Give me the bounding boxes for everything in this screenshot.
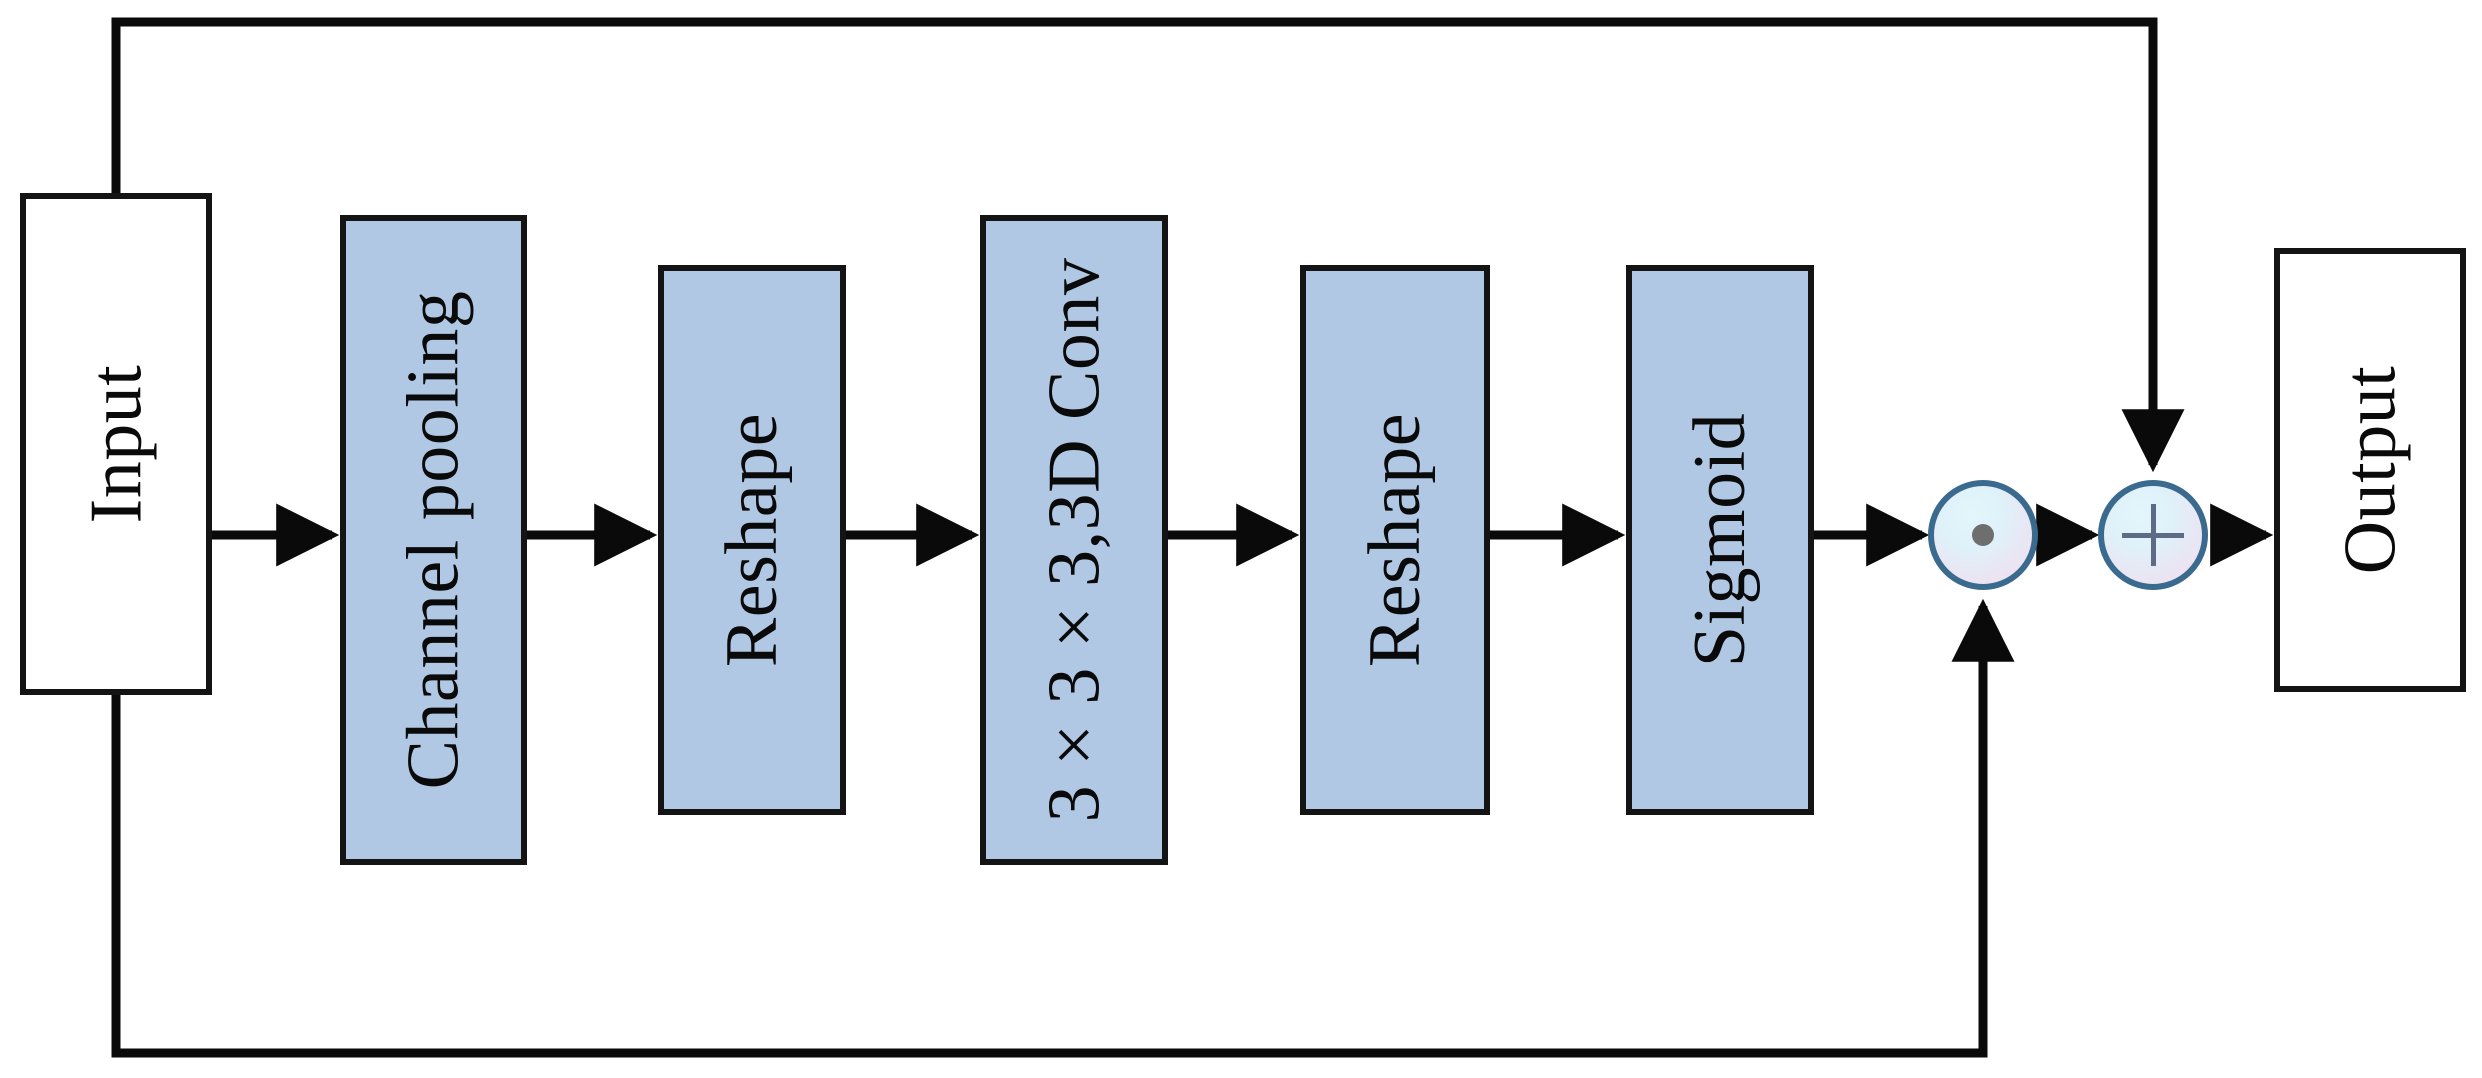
node-input-label: Input (74, 364, 157, 524)
node-channel-pooling-label: Channel pooling (392, 290, 475, 790)
multiply-operator-node[interactable] (1928, 480, 2038, 590)
node-output[interactable]: Output (2274, 248, 2466, 692)
add-operator-node[interactable] (2098, 480, 2208, 590)
node-conv-3d[interactable]: 3 × 3 × 3,3D Conv (980, 215, 1168, 865)
node-sigmoid[interactable]: Sigmoid (1626, 265, 1814, 815)
node-output-label: Output (2329, 365, 2411, 575)
multiply-dot-icon (1972, 524, 1994, 546)
node-sigmoid-label: Sigmoid (1679, 412, 1761, 668)
node-conv-3d-label: 3 × 3 × 3,3D Conv (1033, 257, 1116, 823)
node-reshape-1-label: Reshape (711, 412, 794, 668)
node-reshape-2[interactable]: Reshape (1300, 265, 1490, 815)
node-reshape-1[interactable]: Reshape (658, 265, 846, 815)
node-channel-pooling[interactable]: Channel pooling (340, 215, 527, 865)
node-input[interactable]: Input (20, 193, 212, 695)
node-reshape-2-label: Reshape (1354, 412, 1437, 668)
plus-icon (2122, 504, 2184, 566)
